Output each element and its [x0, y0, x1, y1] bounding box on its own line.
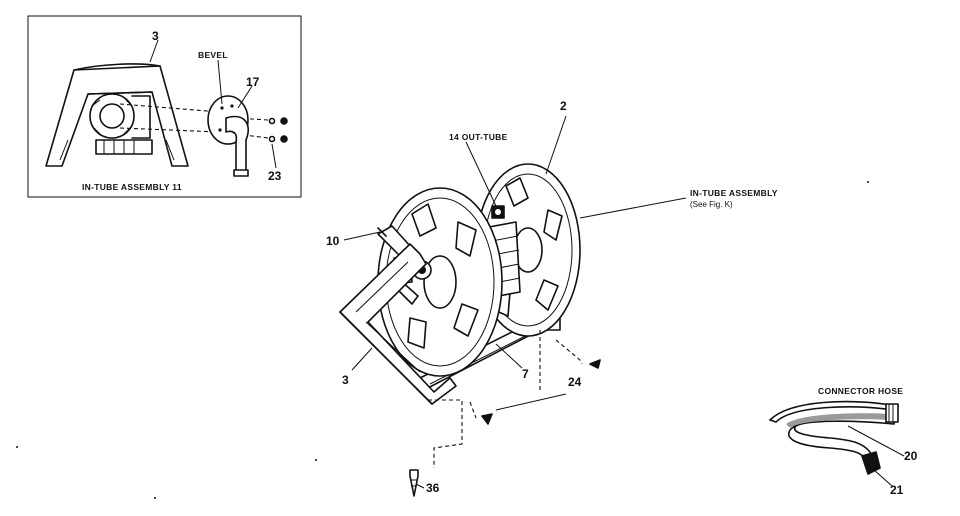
label-24: 24 [568, 375, 582, 389]
inset-label-3: 3 [152, 29, 159, 43]
mounting-dashed-lines [428, 330, 583, 468]
inset-screws [268, 117, 288, 143]
side-bracket [339, 243, 457, 405]
speck [867, 181, 869, 183]
label-7: 7 [522, 367, 529, 381]
leader-3 [351, 347, 373, 371]
label-10: 10 [326, 234, 340, 248]
inset-bracket [45, 63, 189, 167]
inset-label-17: 17 [246, 75, 260, 89]
inset-flange [207, 95, 250, 177]
hose-title: CONNECTOR HOSE [818, 386, 903, 396]
speck [16, 446, 18, 448]
inset-dashed-lines [119, 103, 269, 139]
inset-caption: IN-TUBE ASSEMBLY 11 [82, 182, 182, 192]
ground-stake [409, 469, 419, 497]
mount-screw-right [589, 359, 601, 369]
speck [315, 459, 317, 461]
inset-leader-3 [149, 39, 159, 63]
hose-reel-assembly: 2 14 OUT-TUBE IN-TUBE ASSEMBLY (See Fig.… [326, 99, 778, 497]
inset-leader-23 [271, 143, 277, 169]
leader-in-tube [579, 197, 687, 219]
inset-in-tube-assembly: 3 BEVEL 17 23 IN-TUBE ASSEMBLY 11 [27, 15, 302, 198]
leader-36 [415, 483, 425, 489]
front-wheel [377, 187, 503, 377]
inset-leader-bevel [217, 59, 223, 105]
inset-label-bevel: BEVEL [198, 50, 228, 60]
connector-hose: CONNECTOR HOSE 20 21 [769, 386, 918, 497]
speck [154, 497, 156, 499]
label-2: 2 [560, 99, 567, 113]
hose-leader-20 [847, 425, 905, 457]
label-3: 3 [342, 373, 349, 387]
label-20: 20 [904, 449, 918, 463]
inset-label-23: 23 [268, 169, 282, 183]
inset-frame [27, 15, 302, 198]
hose-leader-21 [873, 469, 893, 487]
label-out-tube: 14 OUT-TUBE [449, 132, 508, 142]
mount-screw-left [481, 413, 493, 425]
leader-7 [495, 343, 523, 369]
label-21: 21 [890, 483, 904, 497]
inset-leader-17 [237, 85, 253, 109]
out-tube-fitting [491, 205, 505, 219]
leader-24 [495, 393, 567, 411]
leader-2 [545, 115, 567, 175]
label-in-tube-assembly: IN-TUBE ASSEMBLY [690, 188, 778, 198]
label-in-tube-ref: (See Fig. K) [690, 200, 733, 209]
leader-14 [465, 141, 497, 207]
label-36: 36 [426, 481, 440, 495]
leader-10 [343, 231, 381, 241]
